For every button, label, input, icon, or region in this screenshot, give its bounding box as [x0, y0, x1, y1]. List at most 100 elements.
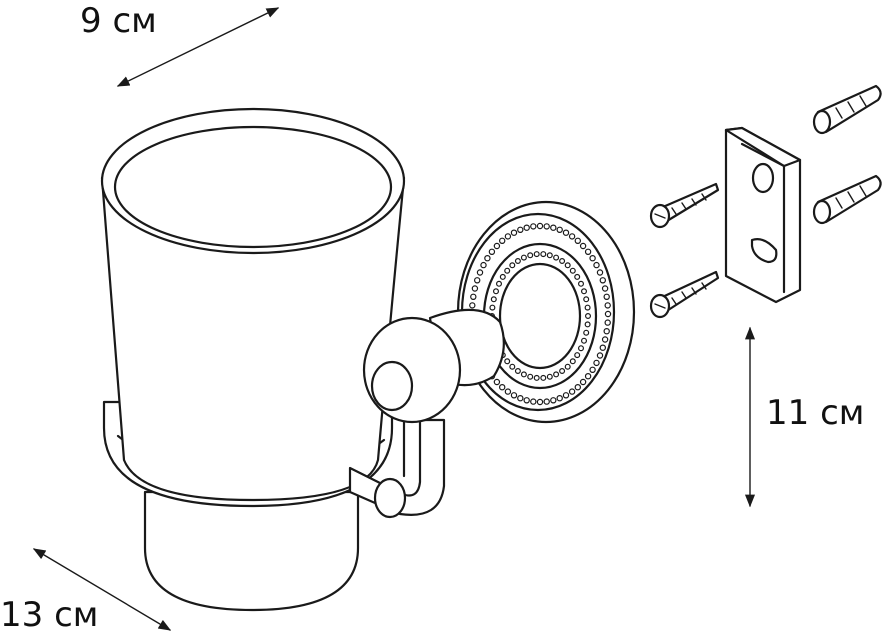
flange-bead — [580, 288, 587, 295]
flange-bead — [568, 388, 576, 395]
flange-bead — [577, 345, 584, 352]
flange-bead — [533, 374, 540, 381]
flange-bead — [601, 285, 609, 292]
wall-plug-icon — [812, 84, 882, 135]
flange-bead — [469, 302, 476, 309]
depth-dimension-arrow-icon — [32, 548, 172, 631]
flange-bead — [603, 293, 610, 300]
flange-bead — [530, 223, 537, 230]
flange-bead — [574, 273, 581, 280]
flange-bead — [603, 328, 610, 335]
flange-bead — [504, 233, 512, 240]
flange-bead — [580, 337, 587, 344]
flange-bead — [584, 248, 592, 255]
flange-bead — [517, 226, 524, 233]
flange-bead — [589, 255, 596, 262]
flange-bead — [471, 285, 479, 292]
flange-bead — [536, 398, 544, 406]
depth-dimension-label: 13 см — [0, 595, 99, 632]
flange-bead — [556, 395, 563, 402]
flange-bead — [540, 251, 547, 258]
width-dimension-arrow-icon — [116, 7, 280, 87]
flange-bead — [510, 392, 518, 399]
flange-bead — [480, 261, 487, 269]
flange-bead — [509, 363, 516, 370]
flange-bead — [496, 280, 503, 287]
flange-bead — [550, 397, 557, 404]
flange-bead — [604, 319, 611, 326]
wall-plug-icon — [812, 174, 882, 225]
flange-bead — [596, 352, 604, 359]
flange-bead — [583, 296, 590, 303]
mounting-bracket-icon — [724, 126, 802, 304]
flange-bead — [562, 229, 570, 236]
flange-bead — [569, 267, 576, 274]
flange-bead — [574, 384, 582, 391]
flange-bead — [550, 224, 557, 231]
flange-bead — [574, 237, 582, 244]
flange-bead — [546, 373, 553, 380]
flange-bead — [504, 388, 512, 395]
flange-bead — [543, 398, 550, 405]
flange-bead — [564, 363, 571, 370]
flange-bead — [589, 366, 596, 373]
flange-bead — [579, 378, 587, 386]
flange-bead — [556, 226, 563, 233]
flange-bead — [553, 371, 560, 378]
flange-bead — [484, 255, 491, 262]
screw-icon — [649, 182, 720, 229]
flange-bead — [517, 395, 524, 402]
height-dimension-label: 11 см — [766, 393, 865, 433]
flange-bead — [527, 373, 534, 380]
flange-bead — [520, 371, 527, 378]
flange-bead — [564, 262, 571, 269]
flange-bead — [546, 252, 553, 259]
flange-bead — [599, 344, 607, 351]
screw-icon — [649, 270, 720, 319]
flange-bead — [527, 252, 534, 259]
flange-bead — [510, 229, 518, 236]
ball-knob-icon — [362, 308, 505, 424]
flange-bead — [490, 296, 497, 303]
flange-bead — [470, 293, 477, 300]
flange-bead — [568, 233, 576, 240]
flange-bead — [559, 368, 566, 375]
flange-bead — [533, 251, 540, 258]
flange-bead — [604, 302, 611, 309]
flange-bead — [474, 277, 481, 284]
cup-icon — [100, 107, 406, 502]
flange-bead — [493, 378, 501, 386]
flange-bead — [569, 358, 576, 365]
flange-bead — [559, 258, 566, 265]
flange-bead — [476, 269, 484, 276]
flange-bead — [577, 280, 584, 287]
flange-bead — [583, 329, 590, 336]
flange-bead — [504, 267, 511, 274]
flange-bead — [514, 368, 521, 375]
flange-bead — [493, 242, 501, 250]
flange-bead — [493, 288, 500, 295]
flange-bead — [553, 254, 560, 261]
flange-bead — [584, 313, 591, 320]
flange-bead — [584, 304, 591, 311]
flange-bead — [536, 222, 544, 230]
flange-bead — [504, 358, 511, 365]
flange-bead — [499, 237, 506, 244]
flange-bead — [514, 258, 521, 265]
flange-bead — [584, 321, 591, 328]
flange-bead — [523, 397, 530, 404]
flange-bead — [540, 374, 547, 381]
flange-bead — [596, 269, 604, 276]
flange-bead — [509, 262, 516, 269]
flange-bead — [520, 254, 527, 261]
flange-bead — [601, 336, 609, 343]
flange-bead — [579, 242, 587, 250]
flange-bead — [604, 310, 612, 318]
flange-bead — [593, 359, 600, 367]
flange-bead — [543, 223, 550, 230]
flange-bead — [562, 392, 570, 399]
holder-arm-icon — [348, 418, 446, 519]
width-dimension-label: 9 см — [80, 1, 157, 41]
